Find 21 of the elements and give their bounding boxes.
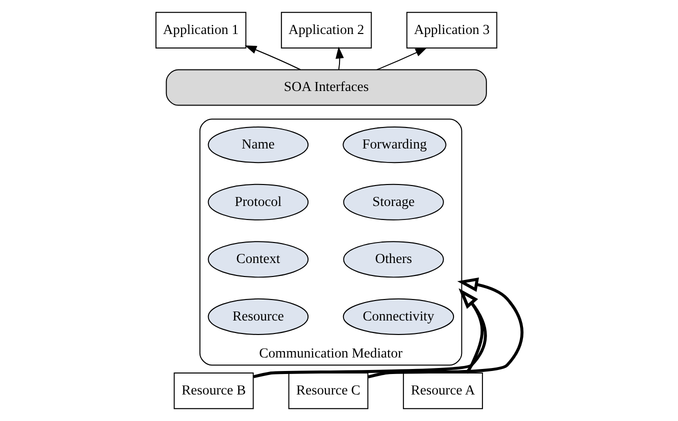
arrow: [458, 288, 484, 374]
node-ellipse: Others: [343, 241, 444, 278]
node-box: Resource C: [288, 372, 368, 410]
node-ellipse: Resource: [208, 298, 309, 335]
node-box: Application 1: [155, 12, 246, 48]
node-box: Application 2: [280, 12, 372, 48]
node-box: SOA Interfaces: [166, 69, 487, 106]
node-box: Resource B: [174, 372, 254, 410]
node-box: Application 3: [406, 12, 498, 48]
arrow: [368, 277, 524, 378]
node-ellipse: Forwarding: [342, 126, 446, 164]
node-ellipse: Context: [208, 241, 309, 278]
arrow: [336, 46, 344, 70]
node-ellipse: Connectivity: [342, 298, 454, 335]
node-box: Resource A: [402, 372, 483, 410]
node-ellipse: Storage: [343, 184, 444, 220]
arrow: [253, 288, 487, 378]
node-ellipse: Protocol: [208, 184, 309, 220]
arrow: [376, 47, 428, 70]
node-ellipse: Name: [208, 126, 309, 164]
arrow: [244, 45, 301, 70]
